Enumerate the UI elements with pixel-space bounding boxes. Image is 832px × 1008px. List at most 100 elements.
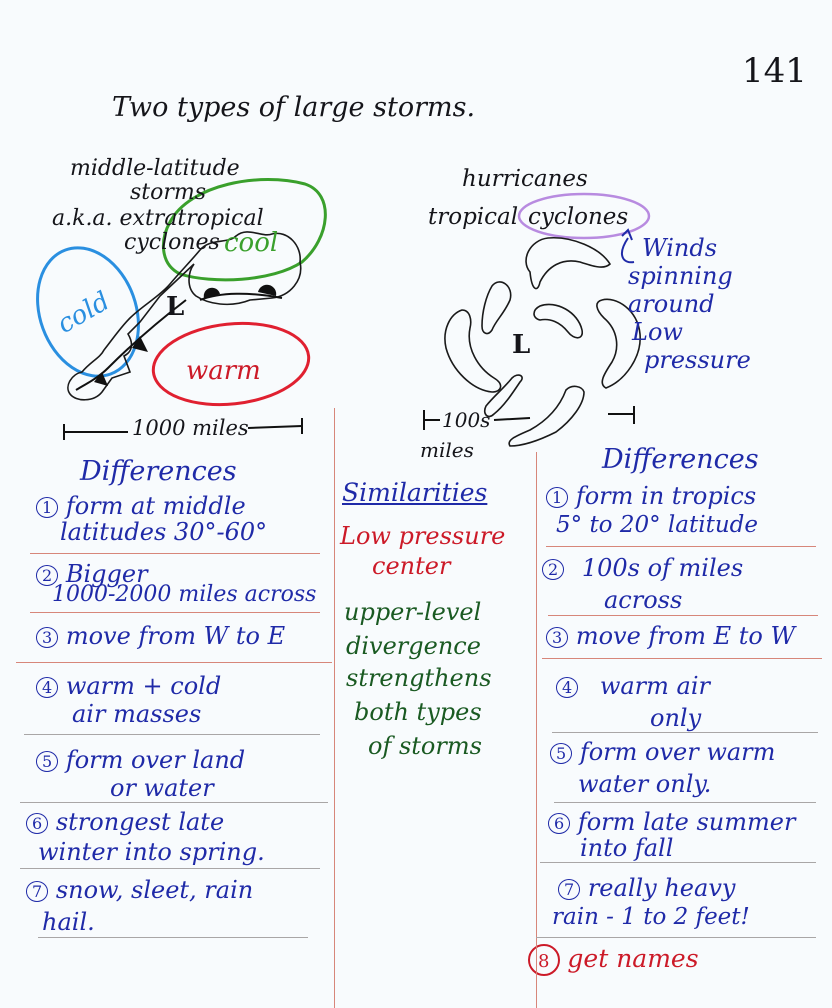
right-item-1-line-2: 5° to 20° latitude — [556, 512, 758, 538]
item-number: 7 — [26, 880, 49, 902]
similarity-2-line-5: of storms — [368, 732, 482, 760]
right-item-2-line-2: across — [604, 586, 683, 614]
similarity-2-line-3: strengthens — [346, 664, 492, 692]
similarity-1-line-1: Low pressure — [340, 522, 506, 550]
tropical-label: tropical — [428, 204, 519, 230]
cyclones-highlight-oval — [517, 192, 651, 240]
right-scale-label-2: miles — [420, 438, 474, 462]
cool-air-shape — [161, 178, 327, 282]
warm-front-line — [199, 292, 283, 301]
item-text: Bigger — [65, 560, 148, 588]
winds-note-line: Winds — [642, 234, 718, 262]
right-item-5: 5 form over warm — [550, 740, 775, 764]
left-item-6-line-2: winter into spring. — [38, 838, 265, 866]
cyclones-label: cyclones — [528, 204, 629, 230]
winds-note-line: around — [628, 290, 715, 318]
left-rule — [30, 553, 320, 554]
right-rule — [554, 802, 816, 803]
item-text: strongest late — [55, 808, 225, 836]
item-text: 100s of miles — [581, 554, 744, 582]
item-number: 7 — [558, 878, 581, 900]
right-differences-heading: Differences — [602, 444, 759, 475]
right-item-8: 8 get names — [532, 946, 699, 971]
left-item-1: 1 form at middle — [36, 494, 246, 518]
left-item-4: 4 warm + cold — [36, 674, 221, 698]
item-number: 2 — [36, 564, 59, 586]
item-text: get names — [567, 944, 699, 973]
right-item-3: 3 move from E to W — [546, 624, 795, 648]
similarities-heading: Similarities — [342, 478, 488, 507]
item-text: form at middle — [65, 492, 246, 520]
warm-air-ellipse — [151, 321, 311, 407]
winds-note-line: spinning — [628, 262, 733, 290]
divider-center-left — [334, 408, 335, 1008]
left-item-5-line-2: or water — [110, 774, 214, 802]
left-rule — [38, 937, 308, 938]
cold-front-tri-1 — [132, 336, 148, 352]
mid-latitude-label: middle-latitude — [70, 156, 240, 181]
left-differences-heading: Differences — [80, 456, 237, 487]
warm-label: warm — [186, 356, 261, 386]
item-number: 5 — [550, 742, 573, 764]
item-text: warm air — [599, 672, 710, 700]
left-item-2-line-2: 1000-2000 miles across — [52, 582, 317, 607]
winds-note-line: Low — [632, 318, 683, 346]
cold-front-tri-2 — [94, 372, 108, 386]
left-scale-label: 1000 miles — [132, 416, 249, 440]
left-rule — [20, 802, 328, 803]
left-rule — [30, 612, 320, 613]
right-item-5-line-2: water only. — [578, 770, 712, 798]
item-number: 3 — [546, 626, 569, 648]
item-text: form over land — [65, 746, 246, 774]
similarity-1-line-2: center — [372, 552, 451, 580]
item-text: warm + cold — [65, 672, 222, 700]
right-item-4: 4 warm air — [556, 674, 710, 698]
winds-note: Winds spinning around Low pressure — [628, 234, 751, 374]
right-scale-line-b — [493, 417, 531, 421]
right-rule — [546, 546, 816, 547]
aka-label-2: cyclones — [124, 230, 220, 255]
item-number: 1 — [36, 496, 59, 518]
aka-label: a.k.a. extratropical — [52, 206, 264, 231]
winds-arrow-head — [621, 228, 633, 241]
item-text: form over warm — [579, 738, 776, 766]
warm-front-bump-2 — [258, 284, 277, 296]
right-rule — [536, 937, 816, 938]
item-text: move from W to E — [65, 622, 286, 650]
item-text: move from E to W — [575, 622, 796, 650]
left-rule — [20, 868, 320, 869]
item-text: form late summer — [577, 808, 796, 836]
winds-note-line: pressure — [644, 346, 751, 374]
right-rule — [542, 658, 822, 659]
item-number: 4 — [36, 676, 59, 698]
right-item-6: 6 form late summer — [548, 810, 795, 834]
cold-air-ellipse — [36, 246, 140, 378]
item-number: 3 — [36, 626, 59, 648]
right-item-6-line-2: into fall — [580, 834, 674, 862]
hurricane-spiral — [444, 237, 641, 447]
similarity-2-line-4: both types — [354, 698, 482, 726]
left-item-4-line-2: air masses — [72, 700, 202, 728]
right-item-4-line-2: only — [650, 704, 702, 732]
left-low-label: L — [166, 292, 185, 322]
similarity-2-line-2: divergence — [346, 632, 481, 660]
left-scale-line-b — [247, 425, 303, 429]
right-scale-label: 100s — [442, 408, 491, 432]
item-number: 6 — [548, 812, 571, 834]
cool-label: cool — [224, 228, 279, 258]
similarity-2-line-1: upper-level — [344, 598, 482, 626]
page-number: 141 — [742, 51, 807, 91]
right-low-label: L — [512, 330, 531, 360]
hurricanes-label: hurricanes — [462, 166, 588, 192]
right-item-1: 1 form in tropics — [546, 484, 756, 508]
left-item-1-line-2: latitudes 30°-60° — [60, 518, 268, 546]
left-item-5: 5 form over land — [36, 748, 245, 772]
cold-front-line — [75, 299, 187, 391]
right-item-2: 2 100s of miles — [542, 556, 743, 580]
item-8-circle — [528, 944, 560, 976]
left-item-7: 7 snow, sleet, rain — [26, 878, 253, 902]
item-text: really heavy — [587, 874, 736, 902]
right-rule — [552, 732, 818, 733]
